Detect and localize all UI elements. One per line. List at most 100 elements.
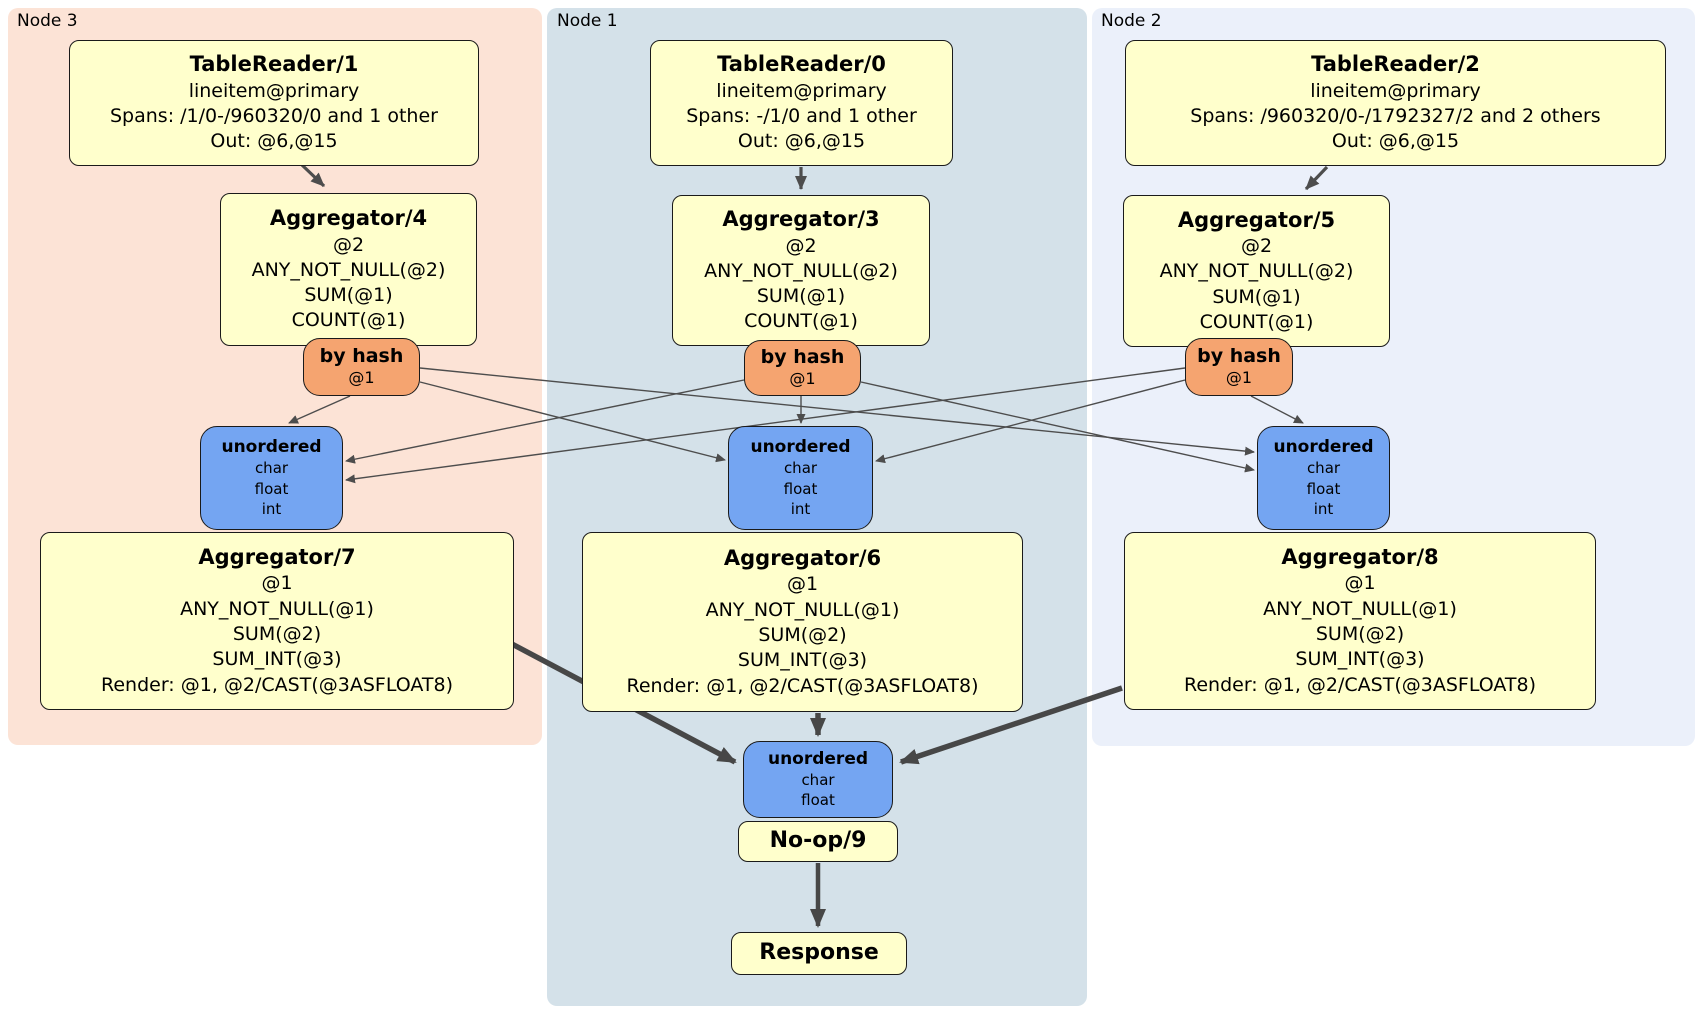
processor-title: Aggregator/6 xyxy=(723,546,882,571)
processor-line: @1 xyxy=(261,572,293,595)
edge-router3-sync2 xyxy=(419,367,1255,456)
processor-line: COUNT(@1) xyxy=(291,309,406,332)
processor-line: ANY_NOT_NULL(@1) xyxy=(1263,597,1457,620)
processor-line: SUM(@2) xyxy=(1315,623,1405,646)
edge-router2-sync1 xyxy=(875,379,1186,464)
node3-label: Node 3 xyxy=(17,11,78,31)
processor-title: Aggregator/7 xyxy=(198,545,356,570)
processor-line: SUM(@1) xyxy=(304,284,393,307)
router-line: @1 xyxy=(1225,368,1253,388)
table-reader-0-box: TableReader/0 lineitem@primary Spans: -/… xyxy=(650,40,953,166)
router-title: by hash xyxy=(760,346,845,369)
processor-line: ANY_NOT_NULL(@1) xyxy=(180,597,374,620)
unordered-sync-final-box: unordered char float xyxy=(743,741,893,818)
processor-line: SUM(@2) xyxy=(232,623,322,646)
sync-line: float xyxy=(801,791,835,810)
hash-router-node3-box: by hash @1 xyxy=(303,338,420,396)
processor-line: Out: @6,@15 xyxy=(737,130,866,153)
processor-line: lineitem@primary xyxy=(1310,79,1481,102)
sync-line: int xyxy=(790,499,811,518)
aggregator-6-box: Aggregator/6 @1 ANY_NOT_NULL(@1) SUM(@2)… xyxy=(582,532,1023,712)
node1-label: Node 1 xyxy=(557,11,618,31)
sync-line: char xyxy=(801,770,835,789)
unordered-sync-node3-box: unordered char float int xyxy=(200,426,343,530)
unordered-sync-node1-box: unordered char float int xyxy=(728,426,873,530)
sync-line: float xyxy=(783,479,818,498)
processor-line: Render: @1, @2/CAST(@3ASFLOAT8) xyxy=(101,673,453,696)
processor-line: lineitem@primary xyxy=(716,79,887,102)
processor-line: @2 xyxy=(1240,235,1273,258)
processor-line: Out: @6,@15 xyxy=(1331,130,1460,153)
sync-title: unordered xyxy=(750,437,851,457)
response-box: Response xyxy=(731,932,907,975)
processor-title: Aggregator/3 xyxy=(722,207,880,232)
processor-line: @1 xyxy=(786,573,819,596)
aggregator-4-box: Aggregator/4 @2 ANY_NOT_NULL(@2) SUM(@1)… xyxy=(220,193,477,346)
edge-router2-sync2 xyxy=(1250,395,1304,424)
processor-line: COUNT(@1) xyxy=(1199,310,1314,333)
sync-line: int xyxy=(261,499,282,518)
processor-line: SUM(@1) xyxy=(756,285,846,308)
processor-line: ANY_NOT_NULL(@2) xyxy=(251,258,446,281)
router-line: @1 xyxy=(348,368,375,388)
processor-line: COUNT(@1) xyxy=(744,310,858,333)
processor-line: Spans: /960320/0-/1792327/2 and 2 others xyxy=(1190,105,1601,128)
edge-router2-sync3 xyxy=(345,367,1186,484)
processor-line: Out: @6,@15 xyxy=(210,130,338,153)
processor-line: ANY_NOT_NULL(@2) xyxy=(1159,260,1354,283)
sync-title: unordered xyxy=(767,748,869,769)
processor-line: SUM(@2) xyxy=(758,624,847,647)
processor-line: SUM_INT(@3) xyxy=(1295,648,1425,671)
hash-router-node2-box: by hash @1 xyxy=(1185,338,1293,396)
sync-line: float xyxy=(254,479,289,498)
sync-title: unordered xyxy=(221,437,322,457)
processor-title: Aggregator/8 xyxy=(1281,545,1439,570)
aggregator-8-box: Aggregator/8 @1 ANY_NOT_NULL(@1) SUM(@2)… xyxy=(1124,532,1596,710)
processor-line: Render: @1, @2/CAST(@3ASFLOAT8) xyxy=(626,674,979,697)
unordered-sync-node2-box: unordered char float int xyxy=(1257,426,1390,530)
processor-line: @2 xyxy=(785,234,817,257)
router-line: @1 xyxy=(789,369,816,389)
sync-title: unordered xyxy=(1273,437,1374,457)
sync-line: float xyxy=(1306,479,1341,498)
edge-tr1-agg4 xyxy=(300,163,326,188)
processor-line: SUM(@1) xyxy=(1212,285,1301,308)
processor-line: ANY_NOT_NULL(@2) xyxy=(704,259,898,282)
edge-agg8-finalsync xyxy=(899,685,1123,765)
processor-line: Render: @1, @2/CAST(@3ASFLOAT8) xyxy=(1184,673,1536,696)
processor-line: Spans: -/1/0 and 1 other xyxy=(686,105,917,128)
edge-router3-sync1 xyxy=(419,381,726,463)
aggregator-7-box: Aggregator/7 @1 ANY_NOT_NULL(@1) SUM(@2)… xyxy=(40,532,514,710)
router-title: by hash xyxy=(319,345,404,368)
noop-box: No-op/9 xyxy=(738,821,898,862)
processor-title: TableReader/1 xyxy=(189,52,359,77)
processor-line: SUM_INT(@3) xyxy=(212,648,342,671)
sync-line: char xyxy=(254,459,289,478)
processor-line: @2 xyxy=(332,233,365,256)
node2-label: Node 2 xyxy=(1101,11,1162,31)
processor-title: TableReader/0 xyxy=(717,52,886,77)
processor-line: ANY_NOT_NULL(@1) xyxy=(705,598,900,621)
aggregator-3-box: Aggregator/3 @2 ANY_NOT_NULL(@2) SUM(@1)… xyxy=(672,195,930,346)
processor-title: TableReader/2 xyxy=(1311,52,1480,77)
aggregator-5-box: Aggregator/5 @2 ANY_NOT_NULL(@2) SUM(@1)… xyxy=(1123,195,1390,347)
edge-router1-sync2 xyxy=(860,381,1255,473)
table-reader-1-box: TableReader/1 lineitem@primary Spans: /1… xyxy=(69,40,479,166)
router-title: by hash xyxy=(1197,345,1281,368)
hash-router-node1-box: by hash @1 xyxy=(744,340,861,396)
processor-title: No-op/9 xyxy=(769,828,867,854)
processor-line: Spans: /1/0-/960320/0 and 1 other xyxy=(110,105,438,128)
table-reader-2-box: TableReader/2 lineitem@primary Spans: /9… xyxy=(1125,40,1666,166)
processor-line: @1 xyxy=(1344,572,1376,595)
sync-line: int xyxy=(1313,499,1334,518)
edge-router1-sync3 xyxy=(345,379,745,464)
processor-title: Aggregator/5 xyxy=(1177,207,1336,232)
processor-title: Aggregator/4 xyxy=(269,206,428,231)
processor-line: SUM_INT(@3) xyxy=(737,649,868,672)
edge-tr2-agg5 xyxy=(1304,165,1329,191)
sync-line: char xyxy=(783,459,818,478)
processor-line: lineitem@primary xyxy=(188,79,360,102)
sync-line: char xyxy=(1306,459,1341,478)
processor-title: Response xyxy=(759,940,879,966)
